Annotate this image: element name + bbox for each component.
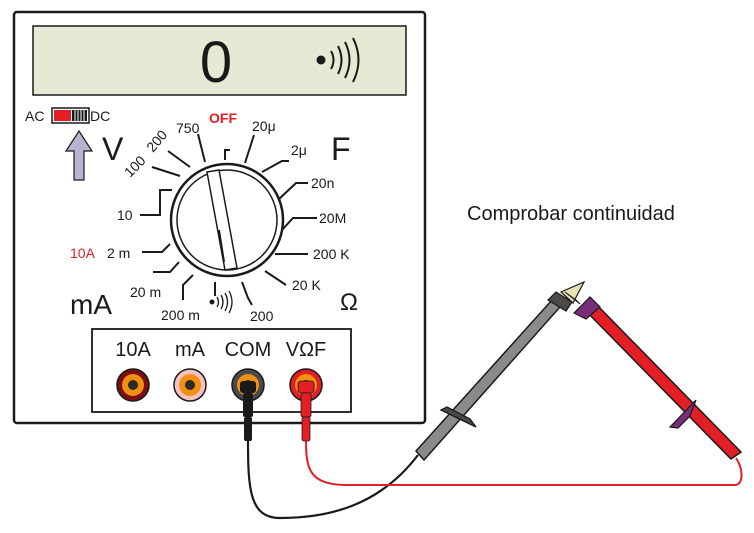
farads-group-label: F [331,131,351,167]
rotary-dial[interactable] [169,162,285,278]
dial-label-2m: 2 m [107,245,130,261]
jack-label-ma: mA [175,339,206,361]
dial-label-750: 750 [176,120,200,136]
black-plug [240,381,256,441]
display-reading: 0 [200,30,232,95]
milliamps-group-label: mA [70,289,112,320]
caption-text: Comprobar continuidad [467,203,675,225]
arrow-up-icon [64,129,94,181]
lcd-display [32,25,407,96]
dial-label-20k: 20 K [292,277,321,293]
ac-label: AC [25,108,44,124]
dial-label-20M: 20M [319,210,346,226]
dial-label-2u: 2μ [291,142,307,158]
red-probe [564,291,743,460]
dial-label-off: OFF [209,110,237,126]
black-cable [246,440,419,520]
ohms-group-label: Ω [340,289,358,316]
jack-label-com: COM [225,339,272,361]
ac-dc-switch[interactable] [51,107,90,124]
dial-label-20u: 20μ [252,118,276,134]
jack-label-10a: 10A [115,339,151,361]
jack-ma[interactable] [173,368,207,402]
jack-10a[interactable] [116,368,150,402]
dial-label-200m: 200 m [161,307,200,323]
dial-label-20m: 20 m [130,284,161,300]
red-cable [305,440,743,486]
dial-label-20n: 20n [311,175,334,191]
dial-label-10: 10 [117,207,133,223]
dc-label: DC [90,108,110,124]
black-probe [414,280,586,462]
red-plug [297,380,315,442]
dial-label-200-ohm: 200 [250,308,274,324]
jack-label-vohmf: VΩF [286,339,327,361]
continuity-icon [316,37,360,83]
dial-tick-marks [140,133,317,306]
volts-group-label: V [102,131,124,167]
dial-label-10a: 10A [70,245,96,261]
dial-continuity-icon [209,290,233,314]
dial-label-200k: 200 K [313,246,350,262]
